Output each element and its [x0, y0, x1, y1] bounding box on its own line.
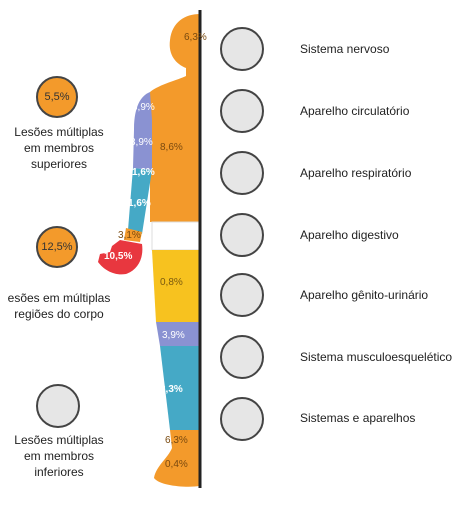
wrist-region — [124, 228, 142, 242]
ankle-region — [170, 430, 200, 448]
thigh-region — [156, 322, 200, 346]
shoulder-value: 3,9% — [132, 102, 155, 113]
lower-leg-value: 2,3% — [160, 384, 183, 395]
lower-limbs-label: Lesões múltiplas em membros inferiores — [14, 433, 104, 479]
system-label-respiratory: Aparelho respiratório — [300, 166, 412, 180]
upper-limbs-value: 5,5% — [44, 91, 70, 103]
upper-limbs-bubble: 5,5% — [36, 76, 78, 118]
wrist-value: 3,1% — [118, 230, 141, 241]
multiple-regions-value: 12,5% — [41, 241, 73, 253]
system-circle-digestive — [220, 213, 264, 257]
head-value: 6,3% — [184, 32, 207, 43]
system-label-circulatory: Aparelho circulatório — [300, 104, 410, 118]
trunk-value: 8,6% — [160, 142, 183, 153]
trunk-region — [150, 76, 200, 222]
lower-leg-region — [160, 346, 200, 430]
system-label-systems: Sistemas e aparelhos — [300, 411, 416, 425]
head-region — [169, 14, 200, 80]
system-label-genitourinary: Aparelho gênito-urinário — [300, 288, 429, 302]
system-label-nervous: Sistema nervoso — [300, 42, 390, 56]
lower-limbs-bubble — [36, 384, 80, 428]
hip-value: 0,8% — [160, 277, 183, 288]
ankle-value: 6,3% — [165, 435, 188, 446]
system-circle-nervous — [220, 27, 264, 71]
system-label-digestive: Aparelho digestivo — [300, 228, 399, 242]
system-circle-systems — [220, 397, 264, 441]
system-label-musculoskeletal: Sistema musculoesquelético — [300, 350, 453, 364]
foot-value: 0,4% — [165, 459, 188, 470]
system-circle-genitourinary — [220, 273, 264, 317]
forearm-lower-value: 1,6% — [128, 198, 151, 209]
system-circle-musculoskeletal — [220, 335, 264, 379]
multiple-regions-bubble: 12,5% — [36, 226, 78, 268]
forearm-upper-value: 1,6% — [132, 167, 155, 178]
hip-region — [152, 250, 200, 322]
upper-arm-value: 3,9% — [130, 137, 153, 148]
hand-value: 10,5% — [104, 251, 132, 262]
waist-band — [151, 221, 201, 251]
upper-arm-region — [133, 92, 152, 170]
hand-region — [98, 240, 143, 275]
foot-region — [154, 448, 200, 487]
upper-limbs-label: Lesões múltiplas em membros superiores — [14, 125, 104, 171]
multiple-regions-label: esões em múltiplas regiões do corpo — [7, 291, 111, 321]
thigh-value: 3,9% — [162, 330, 185, 341]
system-circle-circulatory — [220, 89, 264, 133]
system-circle-respiratory — [220, 151, 264, 195]
forearm-region — [128, 168, 152, 234]
